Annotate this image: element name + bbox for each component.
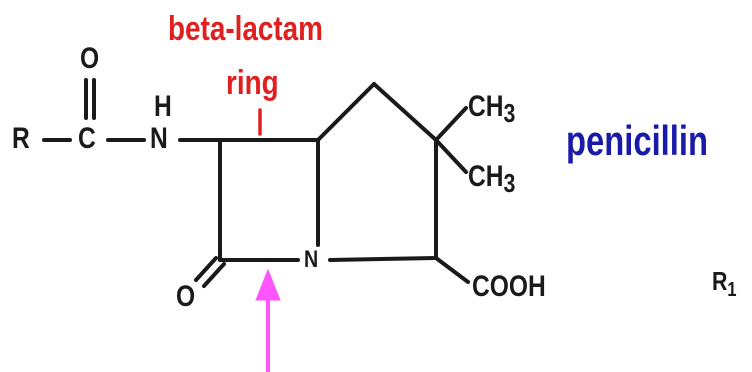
atom-r: R	[12, 122, 30, 155]
beta-lactam-label: beta-lactam	[168, 10, 323, 48]
atom-h: H	[154, 90, 172, 123]
bond-methyl-bottom	[434, 138, 468, 174]
carboxyl-group: COOH	[472, 270, 546, 303]
r1-substituent: R1	[712, 266, 737, 301]
bond-lactam-co-1	[194, 256, 218, 282]
ring-label: ring	[226, 64, 279, 102]
penicillin-title: penicillin	[566, 117, 708, 164]
atom-n-amide: N	[150, 122, 168, 155]
methyl-top: CH3	[468, 90, 516, 128]
atom-c: C	[78, 122, 96, 155]
bond-lactam-co-2	[202, 262, 226, 288]
atom-o-lactam: O	[176, 280, 196, 313]
bond-ring-bottom	[328, 256, 438, 262]
atom-o-carbonyl: O	[80, 42, 100, 75]
bond-ring-upper-left	[316, 82, 376, 142]
bond-ring-upper-right	[372, 82, 438, 142]
magenta-arrow	[255, 268, 281, 372]
bond-cooh	[434, 256, 470, 284]
atom-n-ring: N	[304, 246, 319, 273]
bond-methyl-top	[434, 106, 468, 142]
methyl-bottom: CH3	[468, 160, 516, 198]
